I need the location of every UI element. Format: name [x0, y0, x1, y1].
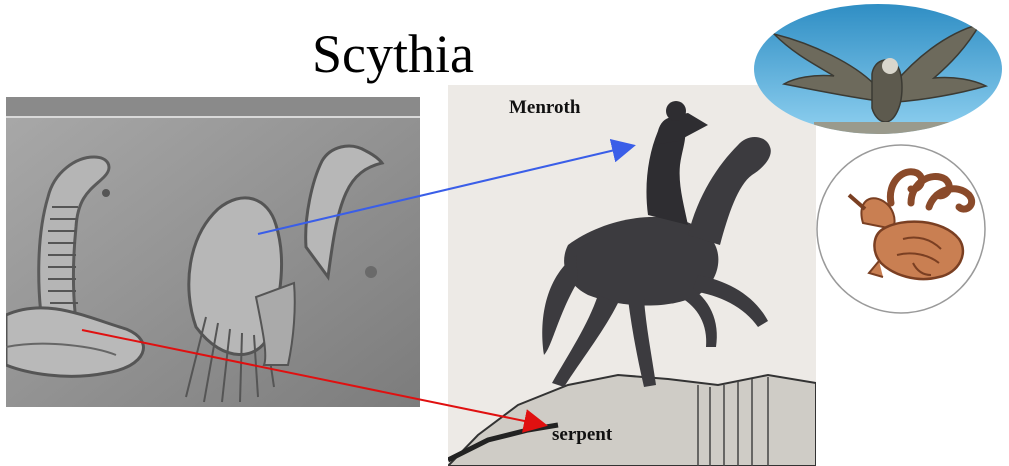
page-title: Scythia — [312, 24, 532, 84]
relief-image — [6, 97, 420, 407]
menroth-label: Menroth — [509, 97, 580, 119]
eagle-image — [754, 4, 1002, 134]
serpent-label: serpent — [552, 424, 612, 446]
statue-image — [448, 85, 816, 466]
deer-image — [813, 143, 989, 315]
